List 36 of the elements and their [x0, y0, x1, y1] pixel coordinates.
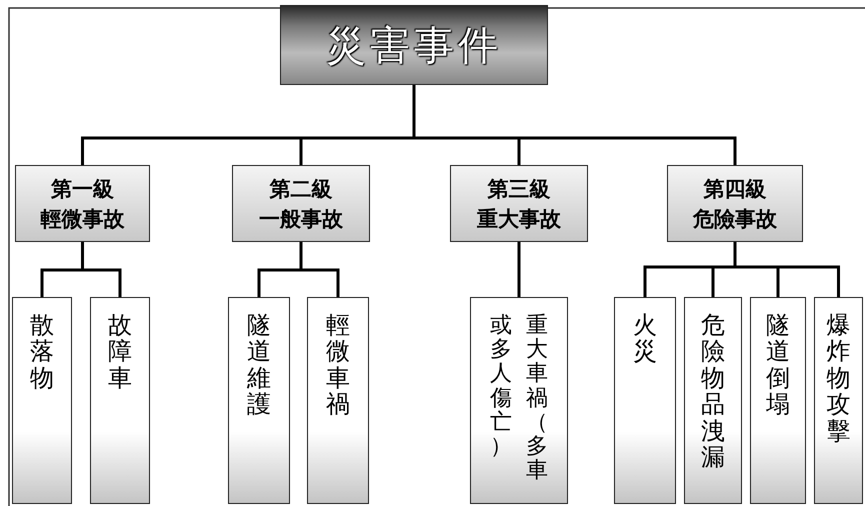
level-label: 第二級 — [270, 175, 332, 204]
level-box — [450, 165, 588, 242]
connector-line — [81, 242, 122, 297]
level-label: 第三級 — [488, 175, 550, 204]
node-label: 災害事件 — [326, 22, 502, 70]
level-name: 一般事故 — [259, 204, 343, 232]
level-label: 第四級 — [704, 175, 766, 204]
title-box — [280, 5, 548, 85]
category-box — [814, 297, 863, 504]
connector-line — [518, 242, 520, 297]
category-box — [614, 297, 676, 504]
category-box — [470, 297, 568, 504]
level-name: 重大事故 — [477, 204, 561, 232]
node-label: 爆炸物攻擊 — [826, 312, 850, 444]
category-box — [228, 297, 290, 504]
node-label: 火災 — [633, 312, 657, 365]
node-label: 隧道維護 — [247, 312, 271, 418]
level-label: 第一級 — [51, 175, 114, 204]
node-label: 重大車禍（多車或多人傷亡） — [490, 314, 548, 486]
node-label: 故障車 — [108, 312, 132, 392]
category-box — [90, 297, 150, 504]
level-name: 危險事故 — [693, 204, 777, 232]
node-label: 散落物 — [30, 312, 54, 392]
node-label: 隧道倒塌 — [766, 312, 790, 418]
connector-line — [300, 242, 340, 297]
level-box — [232, 165, 370, 242]
node-label: 危險物品洩漏 — [701, 312, 725, 470]
level-box — [15, 165, 150, 242]
level-box — [667, 165, 803, 242]
category-box — [12, 297, 72, 504]
connector-line — [412, 85, 736, 165]
level-name: 輕微事故 — [40, 204, 124, 232]
category-box — [307, 297, 369, 504]
category-box — [684, 297, 742, 504]
node-label: 輕微車禍 — [326, 312, 350, 418]
category-box — [750, 297, 806, 504]
